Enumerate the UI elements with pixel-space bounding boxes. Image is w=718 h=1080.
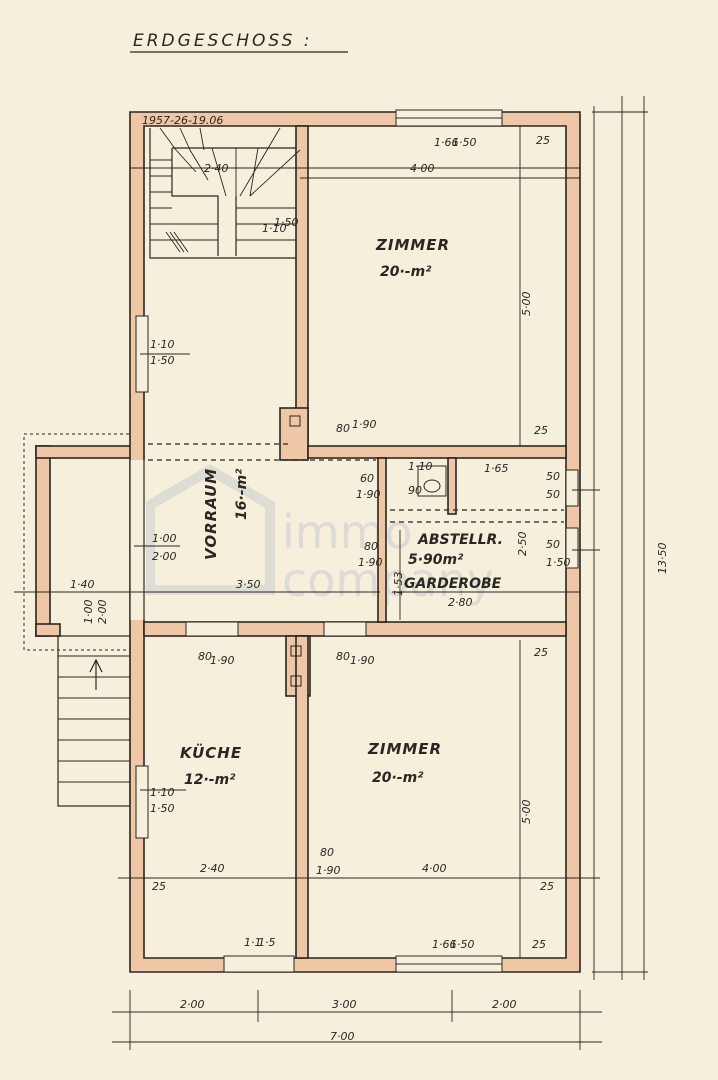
dim-window-top-b: 1·50 bbox=[452, 136, 477, 149]
dim-wc-c: 1·10 bbox=[408, 460, 433, 473]
dim-wc-a: 60 bbox=[360, 472, 374, 485]
stair-label: 1957-26-19.06 bbox=[142, 114, 223, 127]
dim-total-width: 7·00 bbox=[330, 1030, 355, 1043]
plan-title: ERDGESCHOSS : bbox=[133, 31, 313, 51]
dim-seg-left: 2·00 bbox=[180, 998, 205, 1011]
watermark-line2: company bbox=[282, 553, 494, 607]
dim-entry-a: 1·00 bbox=[152, 532, 177, 545]
dim-gard-side-group: 1·53 bbox=[392, 572, 405, 597]
dim-stair-door-a: 1·10 bbox=[262, 222, 287, 235]
zimmer-bottom-name: ZIMMER bbox=[367, 740, 442, 758]
dim-kue-win-b: 1·50 bbox=[150, 802, 175, 815]
abstellr-area: 5·90m² bbox=[408, 552, 464, 568]
dim-zimmer-bot-depth-group: 5·00 bbox=[520, 800, 533, 825]
watermark-line1: immo bbox=[282, 505, 413, 559]
dim-abst-win-b: 50 bbox=[546, 488, 560, 501]
kueche-area: 12·-m² bbox=[184, 772, 236, 788]
dim-wall-25-c: 25 bbox=[534, 646, 548, 659]
dim-zim-win-b: 1·50 bbox=[450, 938, 475, 951]
dim-kue-win-a: 1·10 bbox=[150, 786, 175, 799]
windows bbox=[129, 109, 579, 973]
dim-win-left-b: 1·50 bbox=[150, 354, 175, 367]
dim-gard-side: 1·53 bbox=[392, 572, 405, 597]
wc-fixture bbox=[417, 465, 447, 497]
dim-terrace-a: 1·00 bbox=[82, 600, 95, 625]
dim-stair-width: 2·40 bbox=[204, 162, 229, 175]
dim-zimmer-bot-width: 4·00 bbox=[422, 862, 447, 875]
dim-total-depth-group: 13·50 bbox=[656, 543, 669, 575]
dim-wc-d: 90 bbox=[408, 484, 422, 497]
kueche-name: KÜCHE bbox=[180, 743, 242, 762]
dim-abst-win-c: 50 bbox=[546, 538, 560, 551]
dim-wall-25-a: 25 bbox=[536, 134, 550, 147]
dim-terrace-b: 2·00 bbox=[96, 600, 109, 625]
dim-terrace-a-group: 1·00 bbox=[82, 600, 95, 625]
dim-wall-25-f: 25 bbox=[532, 938, 546, 951]
vorraum-area-group: 16·-m² bbox=[234, 468, 250, 520]
dim-wall-25-d: 25 bbox=[152, 880, 166, 893]
vorraum-label-group: VORRAUM bbox=[202, 468, 220, 560]
dim-zim-door-b: 1·90 bbox=[350, 654, 375, 667]
dim-gard-side-b-group: 2·50 bbox=[516, 532, 529, 557]
dim-stair-door-b: 1·50 bbox=[274, 216, 299, 229]
dim-garderobe-w: 2·80 bbox=[448, 596, 473, 609]
dim-kue-door-b: 1·90 bbox=[210, 654, 235, 667]
dim-vor-door-b: 1·90 bbox=[358, 556, 383, 569]
dashed-lines bbox=[148, 443, 564, 523]
dim-gard-side-b: 2·50 bbox=[516, 532, 529, 557]
vorraum-area: 16·-m² bbox=[234, 468, 250, 520]
dim-wc-b: 1·90 bbox=[356, 488, 381, 501]
staircase bbox=[149, 127, 301, 259]
dim-seg-right: 2·00 bbox=[492, 998, 517, 1011]
dim-window-top-a: 1·66 bbox=[434, 136, 459, 149]
zimmer-bottom-area: 20·-m² bbox=[372, 770, 424, 786]
dim-zimmer-top-depth: 5·00 bbox=[520, 292, 533, 317]
entrance-steps bbox=[57, 635, 131, 807]
entrance-terrace bbox=[23, 433, 133, 651]
dim-entry-b: 2·00 bbox=[152, 550, 177, 563]
dim-kue-win2-b: 1·5 bbox=[258, 936, 276, 949]
dim-terrace-width: 1·40 bbox=[70, 578, 95, 591]
dim-kue-door-a: 80 bbox=[198, 650, 212, 663]
dim-total-depth: 13·50 bbox=[656, 543, 669, 575]
dim-wall-25-b: 25 bbox=[534, 424, 548, 437]
dim-zimmer-top-depth-group: 5·00 bbox=[520, 292, 533, 317]
dim-door-zimmer-b: 1·90 bbox=[352, 418, 377, 431]
dim-vor-door-a: 80 bbox=[364, 540, 378, 553]
dim-zimmer-top-width: 4·00 bbox=[410, 162, 435, 175]
dim-abst-win-a: 50 bbox=[546, 470, 560, 483]
dim-zim-door-a: 80 bbox=[336, 650, 350, 663]
dim-mid-door-a: 80 bbox=[320, 846, 334, 859]
dim-vorraum-width: 3·50 bbox=[236, 578, 261, 591]
vorraum-name: VORRAUM bbox=[202, 468, 220, 560]
dim-terrace-b-group: 2·00 bbox=[96, 600, 109, 625]
abstellr-name: ABSTELLR. bbox=[417, 532, 503, 548]
watermark: immo company bbox=[145, 464, 494, 607]
dim-mid-door-b: 1·90 bbox=[316, 864, 341, 877]
dim-door-zimmer-a: 80 bbox=[336, 422, 350, 435]
dimension-lines bbox=[14, 96, 648, 1050]
dim-zim-win-a: 1·66 bbox=[432, 938, 457, 951]
dim-seg-mid: 3·00 bbox=[332, 998, 357, 1011]
dim-abst-win-d: 1·50 bbox=[546, 556, 571, 569]
interior-walls bbox=[143, 125, 567, 959]
garderobe-name: GARDEROBE bbox=[404, 576, 502, 592]
zimmer-top-name: ZIMMER bbox=[375, 236, 450, 254]
dim-abst-width: 1·65 bbox=[484, 462, 509, 475]
dim-win-left-a: 1·10 bbox=[150, 338, 175, 351]
zimmer-top-area: 20·-m² bbox=[380, 264, 432, 280]
dim-wall-25-e: 25 bbox=[540, 880, 554, 893]
dim-kue-win2-a: 1·1 bbox=[244, 936, 262, 949]
dim-zimmer-bot-depth: 5·00 bbox=[520, 800, 533, 825]
dim-kue-width: 2·40 bbox=[200, 862, 225, 875]
